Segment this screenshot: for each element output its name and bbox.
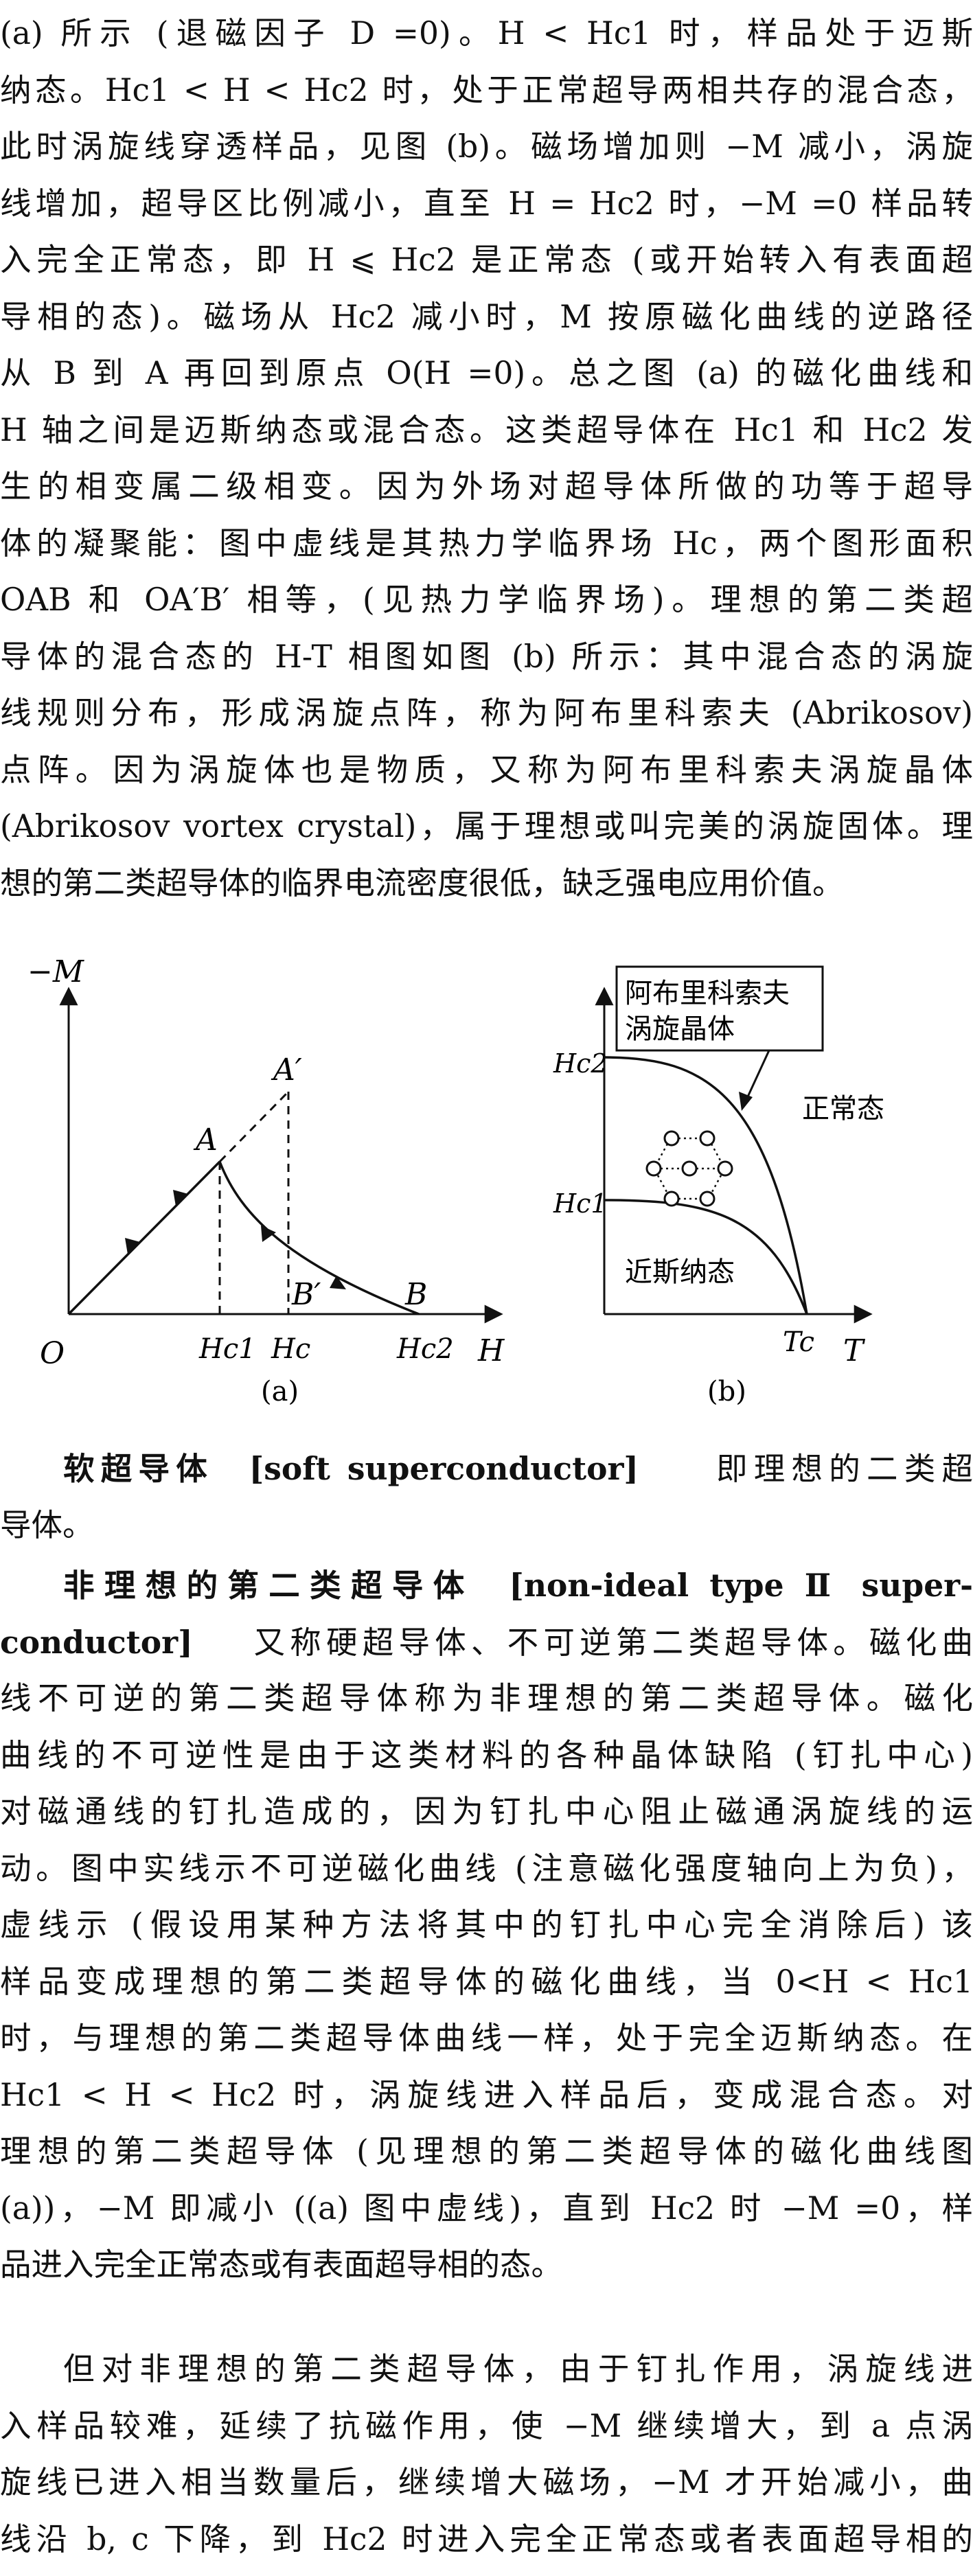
text-line: 点阵。因为涡旋体也是物质，又称为阿布里科索夫涡旋晶体 [0, 751, 973, 788]
arrow-down-icon [261, 1226, 276, 1242]
text-line: OAB 和 OA′B′ 相等，(见热力学临界场)。理想的第二类超 [0, 582, 973, 618]
x-axis-label: H [477, 1333, 505, 1368]
term-non-ideal: 非理想的第二类超导体 [63, 1567, 474, 1604]
normal-state-label: 正常态 [802, 1093, 884, 1125]
text-line: 理想的第二类超导体 (见理想的第二类超导体的磁化曲线图 [0, 2133, 973, 2170]
entry-non-ideal-type2: 非理想的第二类超导体 [non-ideal type Ⅱ super- cond… [0, 1557, 973, 2294]
text-line: 曲线的不可逆性是由于这类材料的各种晶体缺陷 (钉扎中心) [0, 1736, 973, 1773]
entry-soft-superconductor: 软超导体 [soft superconductor] 即理想的二类超 导体。 [0, 1440, 973, 1554]
meissner-line [67, 1160, 221, 1315]
vortex-crystal-box [615, 965, 824, 1052]
english-soft: [soft superconductor] [249, 1450, 639, 1487]
text-line: 线不可逆的第二类超导体称为非理想的第二类超导体。磁化 [0, 1680, 973, 1716]
english-non-ideal-2: conductor] [0, 1623, 193, 1661]
text-line: 线沿 b, c 下降，到 Hc2 时进入完全正常态或者表面超导相的 [0, 2520, 973, 2557]
figures: −M H O A A′ B B′ Hc1 Hc [0, 954, 973, 1421]
box-line-1: 阿布里科索夫 [625, 978, 790, 1009]
text-line: 导相的态)。磁场从 Hc2 减小时，M 按原磁化曲线的逆路径 [0, 298, 973, 335]
text-line: 导体。 [0, 1506, 94, 1543]
origin-label: O [40, 1336, 65, 1371]
point-a-label: A [193, 1123, 218, 1158]
hc2-curve [604, 1056, 808, 1315]
text-line: H 轴之间是迈斯纳态或混合态。这类超导体在 Hc1 和 Hc2 发 [0, 411, 973, 448]
english-non-ideal-1: [non-ideal type Ⅱ super- [509, 1567, 973, 1604]
box-line-2: 涡旋晶体 [625, 1013, 735, 1045]
text-line: (a) 所示 (退磁因子 D =0)。H < Hc1 时，样品处于迈斯 [0, 15, 973, 51]
text-line: (Abrikosov vortex crystal)，属于理想或叫完美的涡旋固体… [0, 808, 973, 844]
text-line: 旋线已进入相当数量后，继续增大磁场，−M 才开始减小，曲 [0, 2464, 973, 2500]
text-line: 从 B 到 A 再回到原点 O(H =0)。总之图 (a) 的磁化曲线和 [0, 355, 973, 391]
text-line: 动。图中实线示不可逆磁化曲线 (注意磁化强度轴向上为负)， [0, 1850, 973, 1887]
text-line: 时，与理想的第二类超导体曲线一样，处于完全迈斯纳态。在 [0, 2020, 973, 2056]
x-axis-label: T [843, 1333, 866, 1368]
text-line: 线增加，超导区比例减小，直至 H = Hc2 时，−M =0 样品转 [0, 185, 973, 222]
tick-tc: Tc [783, 1326, 814, 1358]
text-line: 虚线示 (假设用某种方法将其中的钉扎中心完全消除后) 该 [0, 1907, 973, 1943]
tick-hc1: Hc1 [553, 1188, 608, 1219]
figure-a: −M H O A A′ B B′ Hc1 Hc [27, 954, 505, 1407]
term-soft: 软超导体 [63, 1451, 214, 1487]
tick-hc1: Hc1 [198, 1333, 256, 1365]
tick-hc2: Hc2 [396, 1333, 454, 1365]
text-line: 品进入完全正常态或有表面超导相的态。 [0, 2246, 563, 2283]
tick-hc: Hc [271, 1333, 310, 1365]
text-line: 样品变成理想的第二类超导体的磁化曲线，当 0<H < Hc1 [0, 1963, 973, 2000]
meissner-state-label: 近斯纳态 [625, 1256, 735, 1288]
figure-b-caption: (b) [707, 1376, 746, 1407]
text-line: 入完全正常态，即 H ⩽ Hc2 是正常态 (或开始转入有表面超 [0, 242, 973, 278]
paragraph-ideal-type2: (a) 所示 (退磁因子 D =0)。H < Hc1 时，样品处于迈斯 纳态。H… [0, 5, 973, 912]
point-a-prime-label: A′ [271, 1053, 302, 1088]
dashed-extension [218, 1090, 290, 1163]
point-b-label: B [404, 1277, 427, 1312]
pointer-arrow-icon [739, 1092, 753, 1111]
arrow-left-icon [330, 1276, 346, 1289]
pointer-line [744, 1050, 770, 1103]
arrow-up-icon [173, 1190, 188, 1206]
vortex-lattice [645, 1130, 733, 1207]
figure-a-caption: (a) [261, 1376, 299, 1407]
def-soft: 即理想的二类超 [709, 1451, 973, 1487]
text-line: 导体的混合态的 H-T 相图如图 (b) 所示：其中混合态的涡旋 [0, 638, 973, 675]
text-line: 又称硬超导体、不可逆第二类超导体。磁化曲 [249, 1624, 973, 1661]
text-line: 此时涡旋线穿透样品，见图 (b)。磁场增加则 −M 减小，涡旋 [0, 128, 973, 165]
text-line: 生的相变属二级相变。因为外场对超导体所做的功等于超导 [0, 468, 973, 505]
mixed-state-curve [218, 1161, 420, 1315]
point-b-prime-label: B′ [291, 1277, 321, 1312]
figure-b: T Tc Hc2 Hc1 阿布里科索夫 涡旋晶体 正常态 近斯纳态 [553, 965, 884, 1407]
text-line: 线规则分布，形成涡旋点阵，称为阿布里科索夫 (Abrikosov) [0, 695, 973, 731]
text-line: 入样品较难，延续了抗磁作用，使 −M 继续增大，到 a 点涡 [0, 2407, 973, 2444]
hc1-curve [604, 1199, 808, 1315]
y-axis-label: −M [27, 954, 84, 989]
tick-hc2: Hc2 [553, 1048, 608, 1079]
figure-svg: −M H O A A′ B B′ Hc1 Hc [27, 954, 884, 1407]
lattice-links [656, 1137, 722, 1200]
paragraph-pinning: 但对非理想的第二类超导体，由于钉扎作用，涡旋线进 入样品较难，延续了抗磁作用，使… [0, 2341, 973, 2568]
text-line: 纳态。Hc1 < H < Hc2 时，处于正常超导两相共存的混合态， [0, 71, 973, 108]
text-line: 但对非理想的第二类超导体，由于钉扎作用，涡旋线进 [63, 2351, 973, 2387]
text-line: Hc1 < H < Hc2 时，涡旋线进入样品后，变成混合态。对 [0, 2076, 973, 2113]
text-line: 对磁通线的钉扎造成的，因为钉扎中心阻止磁通涡旋线的运 [0, 1793, 973, 1830]
text-line: 体的凝聚能：图中虚线是其热力学临界场 Hc，两个图形面积 [0, 525, 973, 562]
text-line: (a))，−M 即减小 ((a) 图中虚线)，直到 Hc2 时 −M =0，样 [0, 2189, 973, 2227]
text-line: 想的第二类超导体的临界电流密度很低，缺乏强电应用价值。 [0, 864, 844, 901]
arrow-up-icon [125, 1238, 140, 1254]
